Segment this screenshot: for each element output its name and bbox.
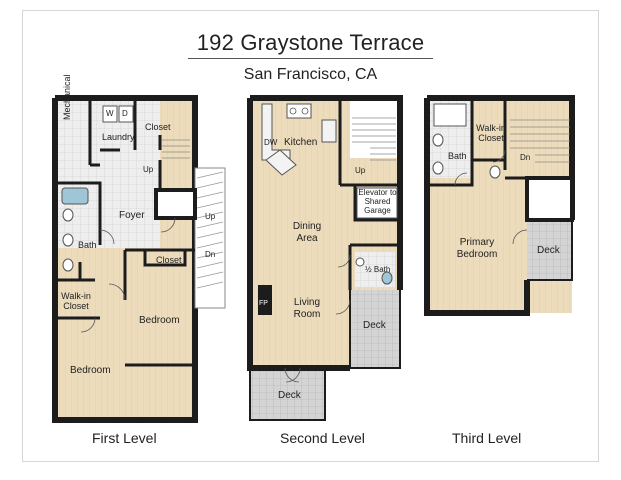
room-label-kitchen: Kitchen bbox=[284, 137, 318, 148]
room-label-foyer: Foyer bbox=[119, 210, 145, 221]
fixture-label-dishwasher: DW bbox=[264, 138, 278, 147]
room-label-bedroom-upper: Bedroom bbox=[139, 315, 180, 326]
room-label-deck-bottom: Deck bbox=[278, 390, 301, 401]
room-label-living-room: Living Room bbox=[293, 297, 321, 320]
level-caption-first: First Level bbox=[92, 430, 157, 446]
third-level-deck bbox=[527, 220, 572, 280]
second-level-plan bbox=[247, 95, 403, 421]
room-label-closet: Closet bbox=[145, 122, 171, 132]
room-label-washer: W bbox=[106, 109, 114, 118]
room-label-bath-first: Bath bbox=[78, 240, 97, 250]
page-border bbox=[22, 10, 599, 462]
room-label-half-bath: ½ Bath bbox=[365, 265, 391, 274]
fixture-label-fireplace: FP bbox=[259, 300, 268, 307]
room-label-dryer: D bbox=[122, 109, 128, 118]
page-title: 192 Graystone Terrace bbox=[196, 30, 425, 55]
room-label-elevator: Elevator to Shared Garage bbox=[358, 188, 397, 215]
room-label-deck-third: Deck bbox=[537, 245, 560, 256]
page-subtitle: San Francisco, CA bbox=[243, 66, 378, 83]
stair-label-dn-exterior: Dn bbox=[205, 250, 216, 259]
first-level-plan bbox=[52, 95, 226, 423]
title-underline bbox=[188, 58, 433, 59]
room-label-walkin-closet-first: Walk-in Closet bbox=[61, 291, 91, 311]
room-label-dining-area: Dining Area bbox=[292, 221, 322, 244]
room-label-laundry: Laundry bbox=[102, 132, 135, 142]
room-label-primary-bedroom: Primary Bedroom bbox=[456, 237, 498, 260]
stair-label-up-first: Up bbox=[143, 165, 154, 174]
room-label-bedroom-lower: Bedroom bbox=[70, 365, 111, 376]
room-label-deck-right: Deck bbox=[363, 320, 386, 331]
stair-label-dn-third: Dn bbox=[520, 153, 531, 162]
second-level-deck-right bbox=[350, 290, 400, 368]
room-label-walkin-closet-third: Walk-in Closet bbox=[476, 123, 506, 143]
third-level-plan bbox=[424, 95, 575, 316]
level-caption-third: Third Level bbox=[452, 430, 522, 446]
room-label-closet-bedroom: Closet bbox=[156, 255, 182, 265]
room-label-bath-third: Bath bbox=[448, 151, 467, 161]
stair-label-up-exterior: Up bbox=[205, 212, 216, 221]
stair-label-up-second: Up bbox=[355, 166, 366, 175]
room-label-mechanical: Mechanical bbox=[62, 74, 72, 120]
level-caption-second: Second Level bbox=[280, 430, 365, 446]
first-level-tile-area bbox=[55, 98, 160, 248]
